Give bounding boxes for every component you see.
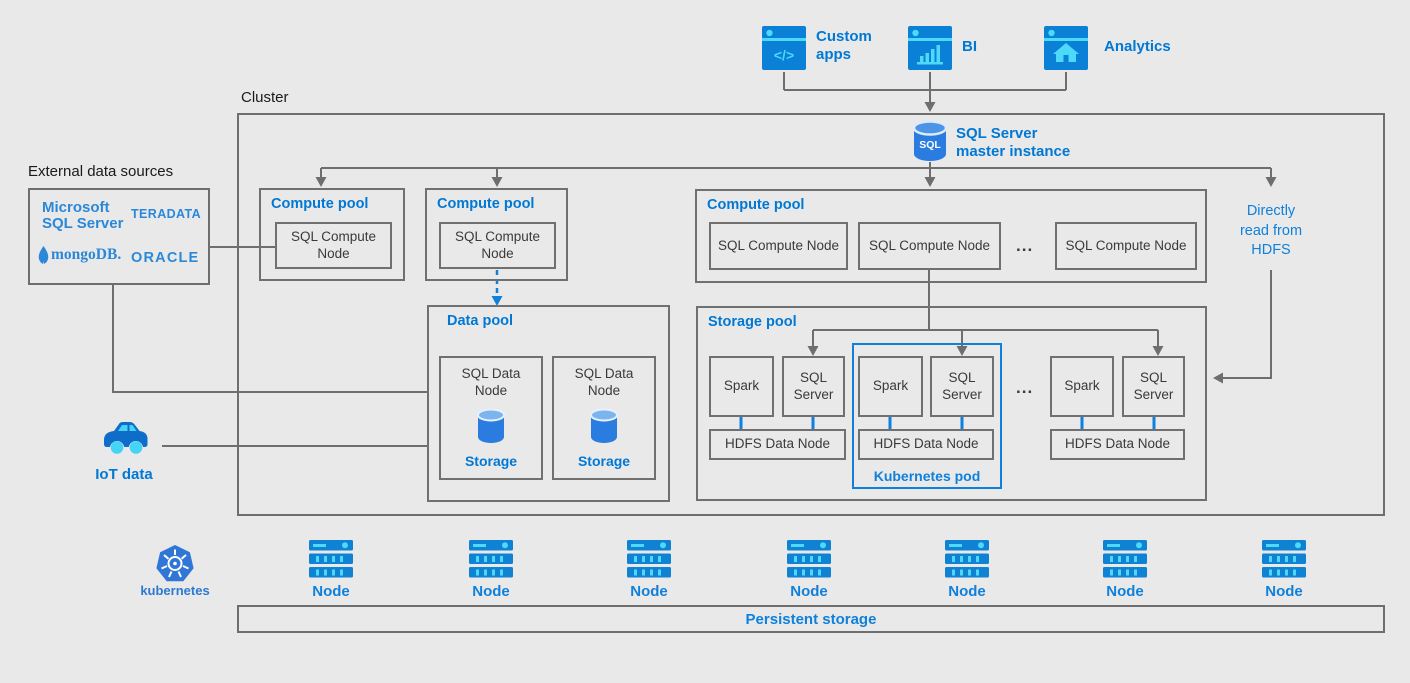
server-node-icon [1262, 540, 1306, 578]
storage-pool-title: Storage pool [708, 314, 797, 330]
cluster-label: Cluster [241, 89, 289, 106]
microsoft-sql-server-logo: Microsoft SQL Server [42, 199, 124, 232]
server-node-icon [469, 540, 513, 578]
iot-data-label: IoT data [95, 466, 153, 483]
spark-node: Spark [858, 356, 923, 417]
compute-pool-2-title: Compute pool [437, 196, 535, 212]
sql-icon-text: SQL [919, 139, 941, 151]
node-label: Node [472, 583, 510, 600]
external-data-sources-label: External data sources [28, 163, 174, 180]
kubernetes-pod-label: Kubernetes pod [873, 468, 981, 484]
cluster-box [237, 113, 1385, 516]
oracle-logo: ORACLE [131, 250, 200, 266]
node-7: Node [1254, 540, 1314, 600]
master-instance-label: SQL Server master instance [956, 125, 1071, 160]
external-data-sources-box [28, 188, 210, 285]
node-label: Node [1106, 583, 1144, 600]
storage-cylinder-icon [477, 408, 505, 444]
node-2: Node [461, 540, 521, 600]
storage-pool [696, 306, 1207, 501]
data-pool-title: Data pool [447, 313, 514, 329]
node-label: Node [312, 583, 350, 600]
sql-compute-node: SQL Compute Node [275, 222, 392, 269]
compute-pool-1 [259, 188, 405, 281]
kubernetes-label: kubernetes [140, 583, 210, 598]
node-5: Node [937, 540, 997, 600]
mongodb-leaf-icon [38, 246, 49, 264]
compute-pool-1-title: Compute pool [271, 196, 369, 212]
spark-node: Spark [1050, 356, 1114, 417]
compute-pool-3-title: Compute pool [707, 197, 805, 213]
hdfs-data-node: HDFS Data Node [858, 429, 994, 460]
node-4: Node [779, 540, 839, 600]
server-node-icon [627, 540, 671, 578]
storage-pool-ellipsis: ... [1016, 378, 1034, 397]
node-3: Node [619, 540, 679, 600]
iot-car-icon [98, 416, 150, 458]
bi-icon [908, 26, 952, 70]
storage-label: Storage [464, 452, 518, 469]
storage-cylinder-icon [590, 408, 618, 444]
bi-label: BI [962, 38, 977, 55]
sql-compute-node: SQL Compute Node [858, 222, 1001, 270]
server-node-icon [787, 540, 831, 578]
server-node-icon [309, 540, 353, 578]
server-node-icon [1103, 540, 1147, 578]
analytics-label: Analytics [1104, 38, 1171, 55]
persistent-storage-bar: Persistent storage [237, 605, 1385, 633]
sql-server-node: SQL Server [930, 356, 994, 417]
hdfs-data-node: HDFS Data Node [1050, 429, 1185, 460]
sql-data-node-label: SQL Data Node [461, 366, 521, 398]
node-label: Node [630, 583, 668, 600]
node-6: Node [1095, 540, 1155, 600]
persistent-storage-label: Persistent storage [745, 610, 877, 628]
sql-server-node: SQL Server [1122, 356, 1185, 417]
sql-compute-node: SQL Compute Node [709, 222, 848, 270]
svg-text:</>: </> [774, 47, 794, 63]
mongodb-logo: mongoDB. [38, 246, 121, 264]
node-label: Node [1265, 583, 1303, 600]
sql-server-master-icon: SQL [911, 119, 949, 163]
data-pool [427, 305, 670, 502]
node-label: Node [948, 583, 986, 600]
storage-label: Storage [577, 452, 631, 469]
sql-data-node-1: SQL Data Node Storage [439, 356, 543, 480]
kubernetes-pod-box [852, 343, 1002, 489]
node-1: Node [301, 540, 361, 600]
compute-pool-2 [425, 188, 568, 281]
server-node-icon [945, 540, 989, 578]
compute-pool-3 [695, 189, 1207, 283]
sql-data-node-label: SQL Data Node [574, 366, 634, 398]
custom-apps-label: Custom apps [816, 28, 872, 63]
directly-read-hdfs-label: Directly read from HDFS [1239, 203, 1303, 259]
hdfs-data-node: HDFS Data Node [709, 429, 846, 460]
kubernetes-icon [154, 544, 196, 584]
sql-compute-node: SQL Compute Node [439, 222, 556, 269]
sql-compute-node: SQL Compute Node [1055, 222, 1197, 270]
compute-pool-ellipsis: ... [1016, 236, 1034, 255]
spark-node: Spark [709, 356, 774, 417]
custom-apps-icon: </> [762, 26, 806, 70]
sql-data-node-2: SQL Data Node Storage [552, 356, 656, 480]
analytics-icon [1044, 26, 1088, 70]
node-label: Node [790, 583, 828, 600]
teradata-logo: TERADATA [131, 207, 202, 221]
sql-server-node: SQL Server [782, 356, 845, 417]
